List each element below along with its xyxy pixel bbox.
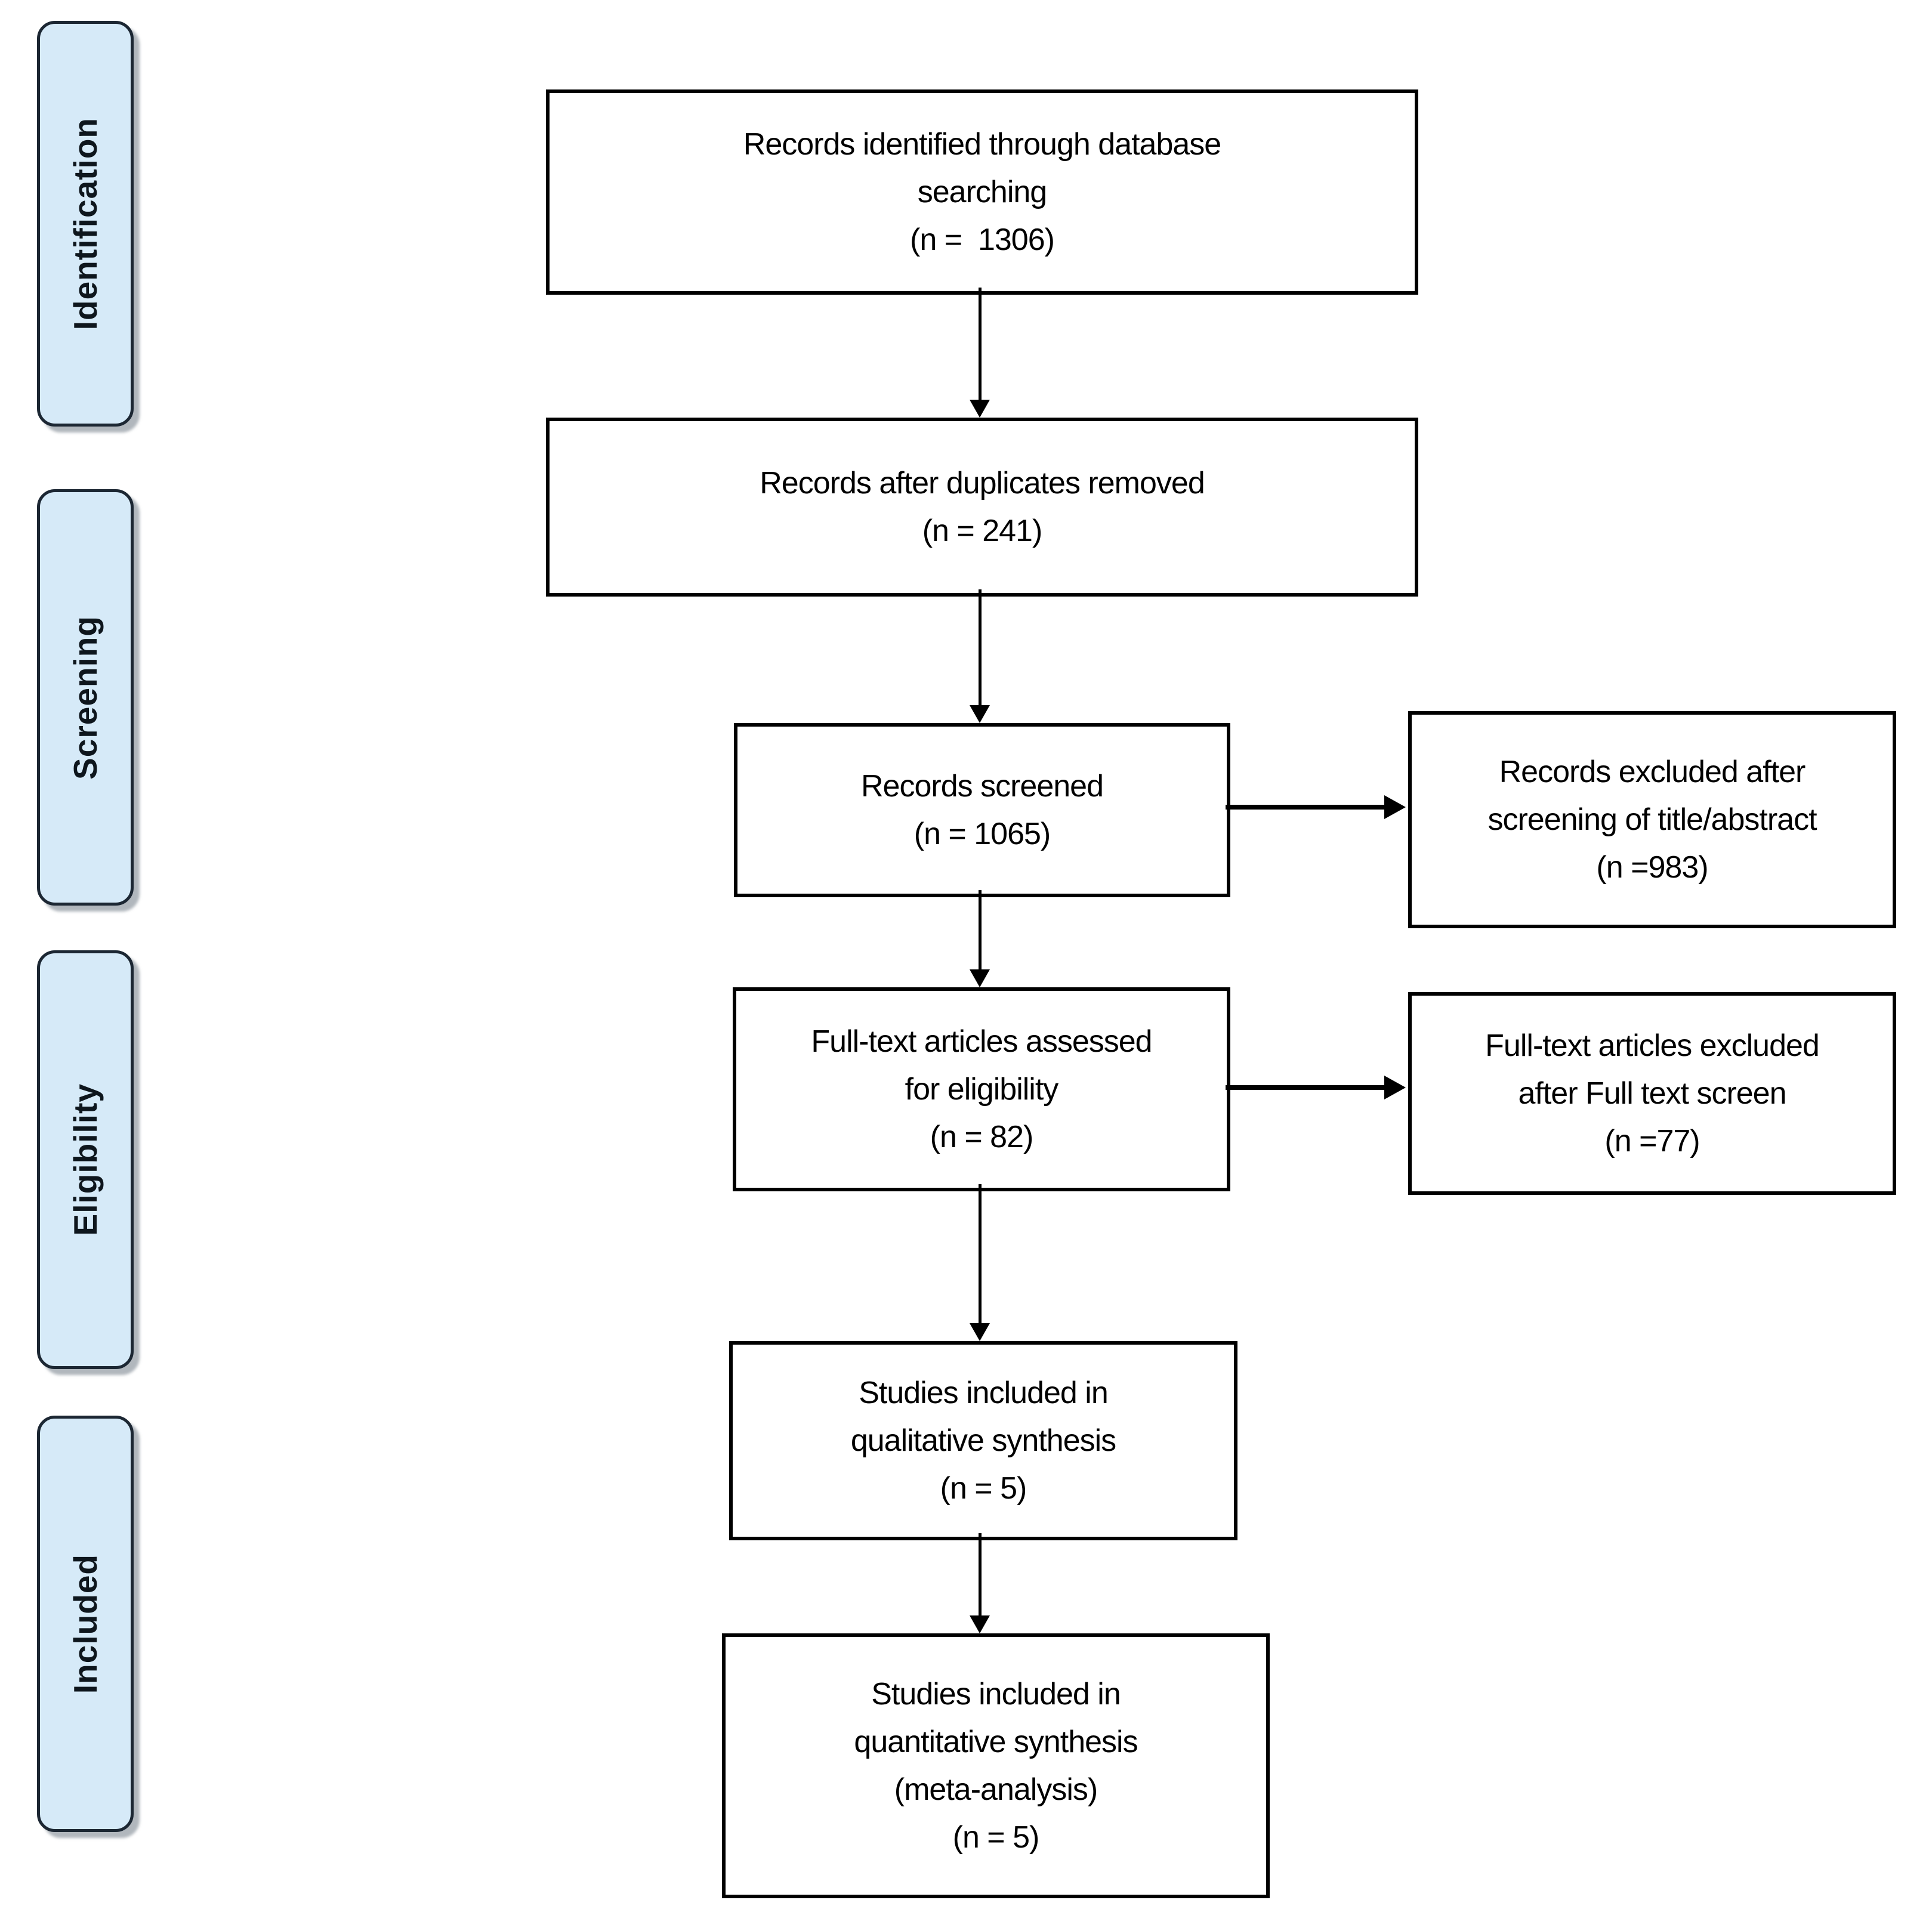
arrow-screened-to-excluded [1226, 805, 1384, 810]
node-fulltext-assessed: Full-text articles assessed for eligibil… [733, 987, 1230, 1191]
stage-screening-label: Screening [67, 615, 104, 780]
stage-included: Included [37, 1416, 134, 1832]
node-fulltext-excluded: Full-text articles excluded after Full t… [1408, 992, 1896, 1195]
arrowhead-down-icon [970, 969, 990, 987]
node-qualitative-synthesis: Studies included in qualitative synthesi… [729, 1341, 1237, 1540]
node-quantitative-synthesis-text: Studies included in quantitative synthes… [854, 1677, 1138, 1855]
stage-eligibility-label: Eligibility [67, 1083, 104, 1236]
arrowhead-right-icon [1384, 1076, 1406, 1099]
node-duplicates-removed-text: Records after duplicates removed (n = 24… [760, 466, 1205, 548]
arrowhead-down-icon [970, 705, 990, 723]
node-records-identified: Records identified through database sear… [546, 89, 1418, 295]
node-records-excluded: Records excluded after screening of titl… [1408, 711, 1896, 928]
arrowhead-down-icon [970, 1615, 990, 1633]
arrow-identified-to-duplicates [979, 288, 982, 401]
stage-screening: Screening [37, 489, 134, 906]
stage-eligibility: Eligibility [37, 950, 134, 1369]
arrow-screened-to-fulltext [979, 890, 982, 971]
arrow-fulltext-to-excluded [1226, 1085, 1384, 1090]
node-qualitative-synthesis-text: Studies included in qualitative synthesi… [850, 1376, 1116, 1506]
node-fulltext-assessed-text: Full-text articles assessed for eligibil… [811, 1024, 1152, 1154]
arrow-duplicates-to-screened [979, 589, 982, 706]
stage-identification: Identification [37, 21, 134, 427]
node-records-identified-text: Records identified through database sear… [743, 127, 1221, 257]
arrow-fulltext-to-qualitative [979, 1184, 982, 1324]
node-records-screened: Records screened (n = 1065) [734, 723, 1230, 897]
node-records-screened-text: Records screened (n = 1065) [861, 769, 1104, 851]
node-quantitative-synthesis: Studies included in quantitative synthes… [722, 1633, 1270, 1898]
arrowhead-down-icon [970, 1323, 990, 1341]
arrowhead-right-icon [1384, 795, 1406, 819]
arrow-qualitative-to-quantitative [979, 1533, 982, 1617]
node-duplicates-removed: Records after duplicates removed (n = 24… [546, 418, 1418, 597]
stage-identification-label: Identification [67, 117, 104, 330]
stage-included-label: Included [67, 1553, 104, 1694]
node-fulltext-excluded-text: Full-text articles excluded after Full t… [1485, 1028, 1820, 1159]
node-records-excluded-text: Records excluded after screening of titl… [1487, 755, 1817, 885]
arrowhead-down-icon [970, 400, 990, 418]
